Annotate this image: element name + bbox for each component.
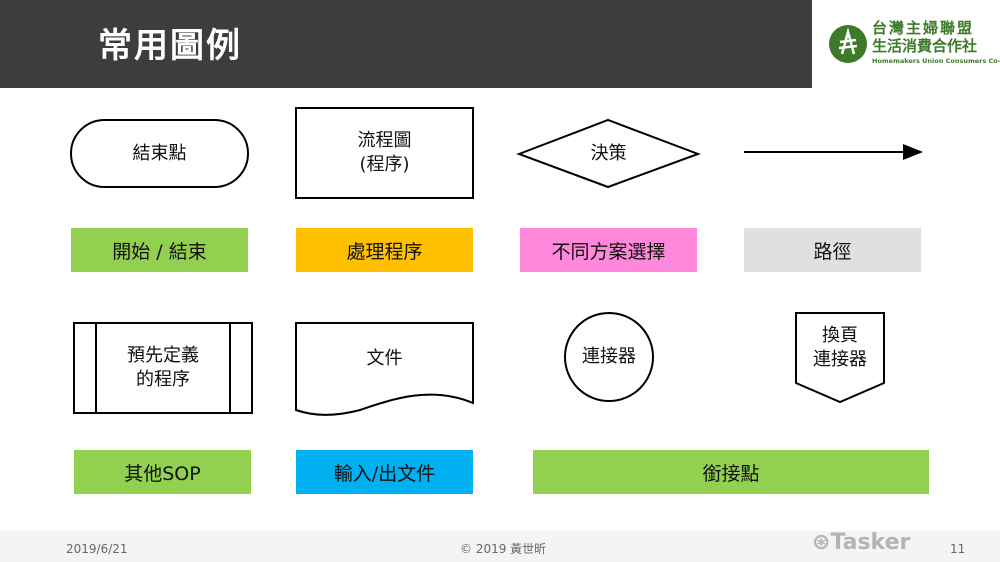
page-number: 11 <box>950 542 966 556</box>
slide-title: 常用圖例 <box>98 26 242 66</box>
tree-logo-icon <box>829 25 867 63</box>
connector-text: 連接器 <box>582 346 636 367</box>
process-shape <box>295 107 474 199</box>
footer-copyright: © 2019 黃世昕 <box>460 542 547 556</box>
predefined-text: 預先定義的程序 <box>127 345 199 390</box>
logo: 台灣主婦聯盟 生活消費合作社 Homemakers Union Consumer… <box>826 20 1000 70</box>
terminator-text: 結束點 <box>132 142 187 164</box>
offpage-connector-shape <box>795 312 885 404</box>
terminator-shape <box>70 119 249 188</box>
process-text: 流程圖(程序) <box>357 130 412 175</box>
footer-date: 2019/6/21 <box>66 542 128 556</box>
watermark: ⊛Tasker <box>812 530 911 555</box>
watermark-icon: ⊛ <box>812 530 831 555</box>
label-other-sop: 其他SOP <box>74 450 251 494</box>
label-connector: 銜接點 <box>533 450 929 494</box>
label-start-end: 開始 / 結束 <box>71 228 248 272</box>
label-document: 輸入/出文件 <box>296 450 473 494</box>
label-path: 路徑 <box>744 228 921 272</box>
document-shape <box>295 322 474 416</box>
document-text: 文件 <box>366 348 403 369</box>
title-bar <box>0 0 812 88</box>
label-process: 處理程序 <box>296 228 473 272</box>
predefined-process-shape <box>73 322 253 414</box>
footer <box>0 531 1000 562</box>
decision-text: 決策 <box>590 142 627 164</box>
decision-shape <box>516 118 701 189</box>
connector-shape <box>564 312 654 402</box>
offpage-text: 換頁連接器 <box>813 325 867 370</box>
label-decision: 不同方案選擇 <box>520 228 697 272</box>
